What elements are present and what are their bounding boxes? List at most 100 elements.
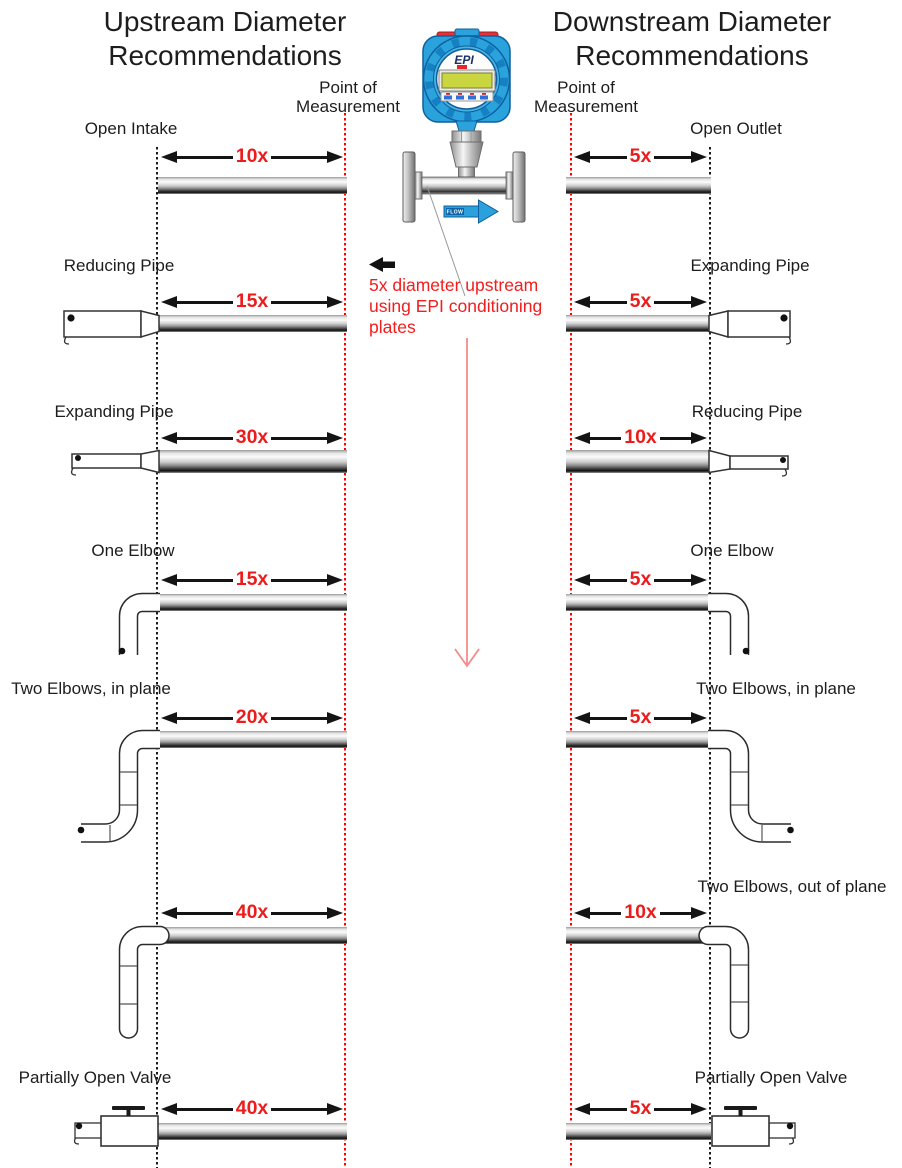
pipe-right-row5	[566, 731, 711, 748]
meter-leader-line	[426, 185, 466, 297]
right-two-elbows-in-plane-fitting	[708, 729, 794, 843]
right-one-elbow-fitting	[708, 592, 750, 655]
arrowhead-right-icon	[327, 907, 344, 919]
dimension-arrow-left-row6: 40x	[161, 901, 344, 924]
label-left-expanding-pipe: Expanding Pipe	[54, 402, 174, 421]
pipe-left-row6	[158, 927, 347, 944]
dimension-arrow-right-row6: 10x	[574, 902, 708, 924]
right-reducing-pipe-fitting	[708, 449, 789, 477]
pipe-right-row3	[566, 450, 711, 473]
arrowhead-right-icon	[327, 296, 344, 308]
dimension-arrow-right-row7: 5x	[574, 1098, 708, 1120]
pipe-end-dot	[787, 826, 794, 834]
pom-label-right: Point of Measurement	[486, 78, 686, 116]
left-expanding-pipe-fitting	[70, 449, 160, 476]
left-partially-open-valve-fitting	[73, 1106, 159, 1147]
meter-head: EPI	[422, 28, 511, 123]
pipe-end-dot	[77, 826, 85, 834]
arrowhead-right-icon	[327, 432, 344, 444]
arrowhead-right-icon	[691, 1103, 708, 1115]
dimension-arrow-left-row2: 15x	[161, 291, 344, 313]
flow-meter-graphic: EPI	[402, 28, 526, 224]
note-line1: 5x diameter upstream	[369, 275, 539, 295]
pipe-joint-lines	[109, 771, 137, 841]
distance-value: 5x	[629, 290, 652, 313]
arrowhead-left-icon	[574, 1103, 590, 1115]
label-right-two-elbows-out-of-plane: Two Elbows, out of plane	[697, 877, 887, 896]
pipe-left-row4	[158, 594, 347, 611]
distance-value: 20x	[235, 706, 269, 729]
left-reducing-pipe-fitting	[63, 310, 160, 345]
dimension-arrow-right-row4: 5x	[574, 568, 708, 591]
meter-body-pipe	[402, 151, 526, 223]
arrowhead-right-icon	[327, 574, 344, 586]
arrowhead-right-icon	[691, 907, 708, 919]
flange-left	[402, 151, 416, 223]
arrowhead-left-icon	[161, 574, 177, 586]
meter-logo-accent	[457, 65, 467, 69]
pipe-joint-lines	[731, 771, 763, 841]
dimension-arrow-right-row2: 5x	[574, 290, 708, 313]
meter-buttons	[444, 95, 488, 100]
conditioning-plates-note: 5x diameter upstream using EPI condition…	[369, 275, 542, 338]
pipe-end-dot	[780, 457, 786, 463]
arrowhead-left-icon	[161, 907, 177, 919]
arrowhead-left-icon	[574, 296, 590, 308]
meter-bezel-notches	[425, 37, 508, 121]
pipe-end-dot	[67, 314, 75, 322]
note-line2: using EPI conditioning	[369, 296, 543, 316]
distance-value: 5x	[629, 568, 652, 591]
dimension-arrow-right-row1: 5x	[574, 145, 708, 168]
dimension-arrow-left-row3: 30x	[161, 427, 344, 449]
pom-right-line1: Point of	[557, 78, 615, 97]
dimension-arrow-left-row1: 10x	[161, 145, 344, 168]
pipe-right-row1	[566, 177, 711, 194]
pipe-right-row7	[566, 1123, 711, 1140]
dimension-arrow-left-row7: 40x	[161, 1097, 344, 1120]
arrowhead-right-icon	[691, 296, 708, 308]
arrowhead-left-icon	[161, 1103, 177, 1115]
arrowhead-left-icon	[574, 712, 590, 724]
arrowhead-right-icon	[327, 151, 344, 163]
label-open-outlet: Open Outlet	[690, 119, 782, 138]
pipe-end-dot	[75, 455, 81, 461]
pipe-end-dot	[75, 1122, 83, 1130]
pipe-end-dot	[118, 647, 126, 655]
label-left-two-elbows-in-plane: Two Elbows, in plane	[11, 679, 171, 698]
distance-value: 5x	[629, 145, 652, 168]
pipe-left-row2	[158, 315, 347, 332]
distance-value: 40x	[235, 901, 269, 924]
pipe-right-row4	[566, 594, 711, 611]
arrowhead-left-icon	[574, 151, 590, 163]
label-right-expanding-pipe: Expanding Pipe	[690, 256, 810, 275]
upstream-disturbance-line	[156, 147, 158, 1168]
flange-right	[512, 151, 526, 223]
arrowhead-left-icon	[574, 432, 590, 444]
arrowhead-left-icon	[161, 296, 177, 308]
label-right-two-elbows-in-plane: Two Elbows, in plane	[696, 679, 856, 698]
pipe-left-row5	[158, 731, 347, 748]
arrowhead-left-icon	[161, 712, 177, 724]
upstream-direction-arrow-icon	[369, 257, 395, 272]
downstream-title: Downstream Diameter Recommendations	[552, 6, 832, 71]
status-leds	[446, 93, 486, 95]
downstream-measurement-line	[570, 113, 572, 1168]
label-left-partially-open-valve: Partially Open Valve	[18, 1068, 172, 1087]
arrowhead-right-icon	[691, 574, 708, 586]
pipe-joint-lines	[120, 965, 137, 1005]
distance-value: 10x	[235, 145, 269, 168]
measurement-point-arrow	[454, 338, 480, 668]
label-open-intake: Open Intake	[84, 119, 178, 138]
label-right-one-elbow: One Elbow	[690, 541, 774, 560]
distance-value: 15x	[235, 568, 269, 591]
arrowhead-left-icon	[574, 574, 590, 586]
downstream-disturbance-line	[709, 147, 711, 1168]
dimension-arrow-left-row5: 20x	[161, 706, 344, 729]
left-one-elbow-fitting	[118, 592, 160, 655]
lcd-screen	[441, 72, 493, 89]
distance-value: 40x	[235, 1097, 269, 1120]
pipe-left-row1	[158, 177, 347, 194]
dimension-arrow-left-row4: 15x	[161, 568, 344, 591]
pipe-joint-lines	[731, 964, 748, 1003]
arrowhead-left-icon	[161, 432, 177, 444]
